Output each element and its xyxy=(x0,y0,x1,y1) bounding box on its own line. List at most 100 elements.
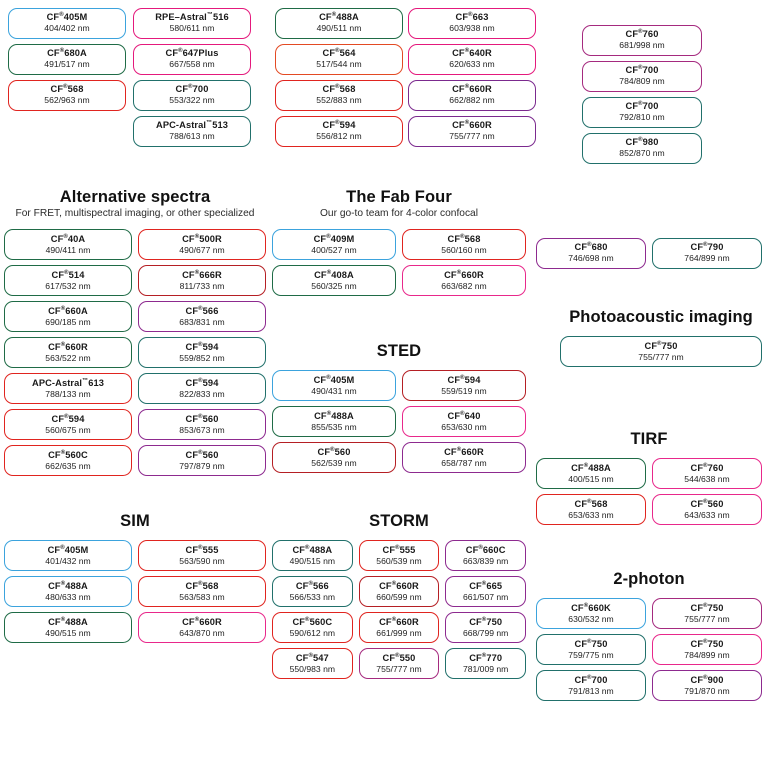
dye-family: CF xyxy=(319,12,332,23)
dye-name: APC-Astral™513 xyxy=(156,120,228,131)
dye-name: CF®568 xyxy=(51,84,84,95)
dye-number: 660K xyxy=(588,602,611,613)
dye-name: CF®790 xyxy=(691,242,724,253)
dye-number: 594 xyxy=(202,341,219,352)
dye-family: CF xyxy=(574,498,588,509)
dye-family: CF xyxy=(452,48,465,59)
section-subtitle: For FRET, multispectral imaging, or othe… xyxy=(15,208,255,220)
dye-spectra: 853/673 nm xyxy=(179,424,225,435)
dye-family: CF xyxy=(444,446,457,457)
dye-name: CF®750 xyxy=(645,341,678,352)
dye-number: 660C xyxy=(482,544,506,555)
dye-number: 660A xyxy=(65,305,88,316)
dye-family: CF xyxy=(452,84,465,95)
dye-name: CF®680A xyxy=(47,48,87,59)
dye-spectra: 852/870 nm xyxy=(619,148,665,159)
section-title: STED xyxy=(376,342,422,360)
section-title: TIRF xyxy=(630,430,668,448)
dye-name: CF®750 xyxy=(575,639,608,650)
dye-number: 560C xyxy=(309,616,333,627)
dye-family: CF xyxy=(182,269,195,280)
dye-number: 514 xyxy=(68,269,85,280)
dye-family: CF xyxy=(469,580,482,591)
section-title: STORM xyxy=(369,512,429,530)
